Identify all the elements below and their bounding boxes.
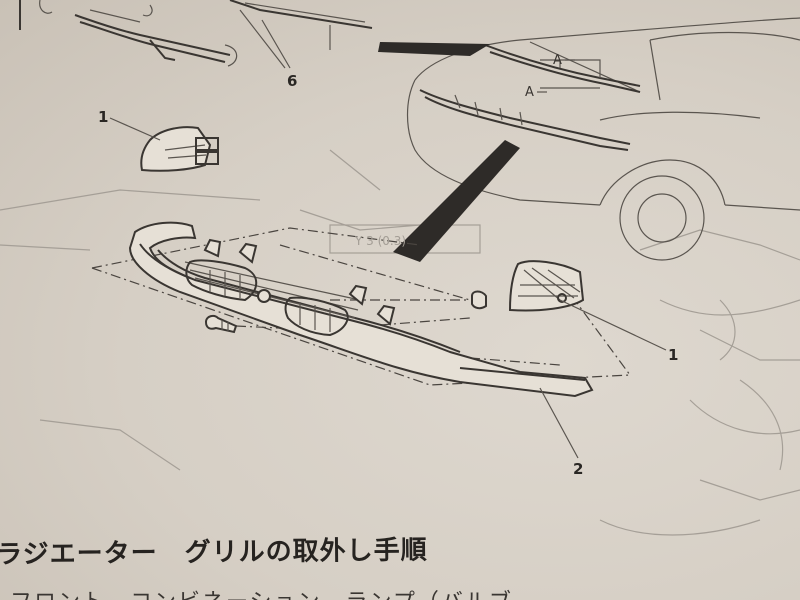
leader-lines xyxy=(539,299,667,459)
callout-1-side-lamp: 1 xyxy=(98,108,108,126)
view-marker-a-upper: A xyxy=(553,53,562,68)
view-marker-a-lower: A xyxy=(525,85,534,100)
pointer-wedge xyxy=(393,140,520,262)
background-lines xyxy=(0,149,800,536)
callout-6: 6 xyxy=(287,72,297,90)
callout-2-grille: 2 xyxy=(573,460,583,478)
top-linkage-drawing xyxy=(19,0,373,69)
callout-1-combination-lamp: 1 xyxy=(668,346,678,364)
inset-label: Y 3 (0.3) xyxy=(354,234,406,248)
procedure-line: フロント コンビネーション ランプ（バルブ xyxy=(10,584,513,600)
car-outline xyxy=(378,17,800,261)
front-combination-lamp xyxy=(508,260,585,312)
section-heading: ラジエーター グリルの取外し手順 xyxy=(0,535,428,570)
radiator-grille-assembly xyxy=(91,221,631,398)
side-lamp-part xyxy=(109,117,219,172)
